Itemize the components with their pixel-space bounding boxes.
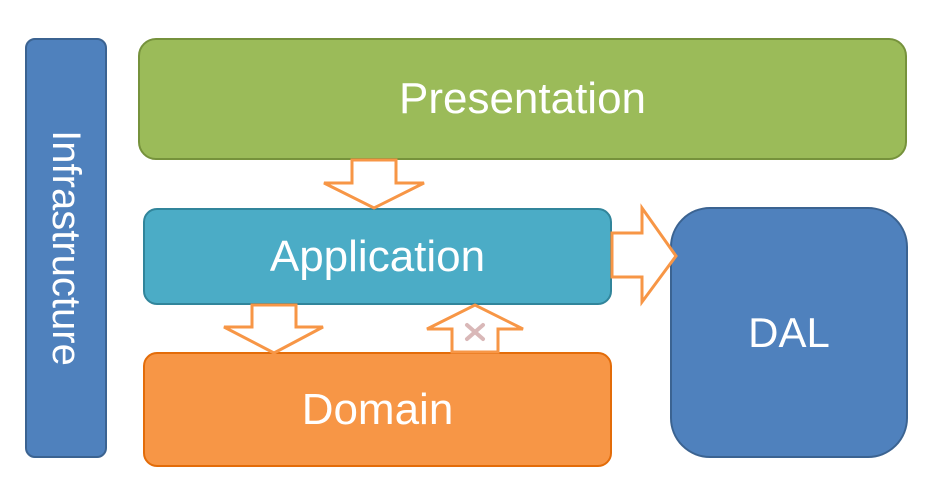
dal-layer: DAL [670, 207, 908, 458]
blocked-x-icon [465, 323, 485, 341]
presentation-layer: Presentation [138, 38, 907, 160]
infrastructure-label: Infrastructure [44, 130, 88, 366]
arrow-domain-to-application-blocked [426, 303, 524, 354]
domain-label: Domain [301, 384, 454, 434]
application-layer: Application [143, 208, 612, 305]
application-label: Application [269, 231, 486, 281]
arrow-application-to-domain [223, 303, 324, 355]
arrow-presentation-to-application [323, 158, 425, 210]
presentation-label: Presentation [398, 74, 647, 123]
arrow-application-to-dal [610, 203, 678, 307]
infrastructure-layer: Infrastructure [25, 38, 107, 458]
dal-label: DAL [748, 308, 830, 356]
domain-layer: Domain [143, 352, 612, 467]
